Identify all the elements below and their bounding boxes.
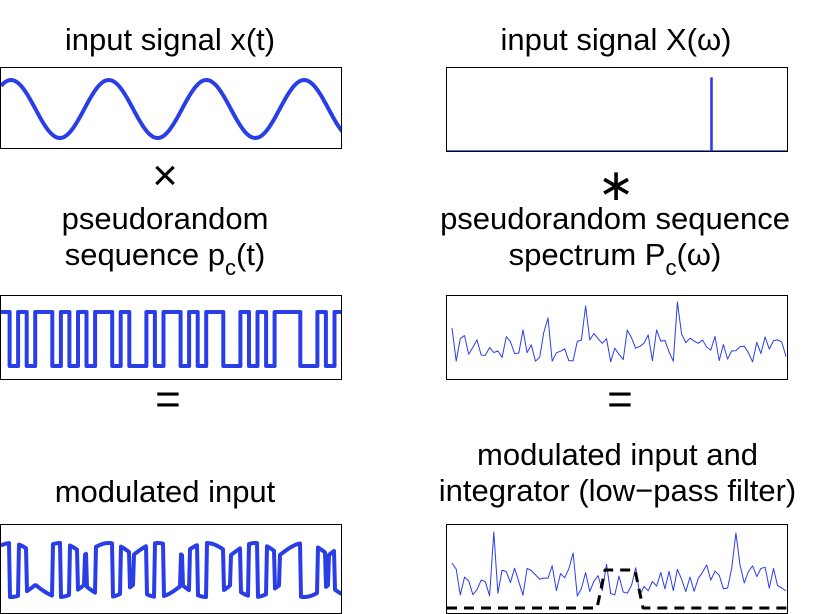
equals-operator-right: = — [607, 375, 633, 424]
panel-input-signal-time — [0, 67, 342, 149]
modulated-input-trace — [1, 541, 341, 599]
label-modint-line1: modulated input and — [477, 437, 758, 472]
label-modulated-input: modulated input — [54, 474, 276, 509]
label-spec-post: (ω) — [676, 237, 722, 272]
label-spectrum-line2: spectrum Pc(ω) — [508, 237, 722, 280]
label-spectrum-line1: pseudorandom sequence — [440, 201, 790, 236]
frequency-spike-plot — [447, 77, 787, 151]
label-seq-pre: sequence p — [64, 237, 226, 272]
convolve-operator: ∗ — [597, 161, 635, 210]
label-seq-sub: c — [225, 255, 237, 280]
panel-pseudorandom-spectrum — [446, 295, 788, 380]
label-pseudorandom-sequence-time: pseudorandom sequence pc(t) — [0, 201, 330, 280]
modulated-spectrum-trace — [451, 531, 787, 597]
label-spec-sub: c — [665, 255, 677, 280]
label-modulated-input-integrator: modulated input and integrator (low−pass… — [405, 437, 830, 509]
sine-wave-plot — [1, 78, 341, 140]
equals-operator-left: = — [155, 375, 181, 424]
label-input-signal-freq: input signal X(ω) — [500, 22, 732, 57]
label-input-signal-time: input signal x(t) — [64, 22, 276, 57]
label-modint-line2: integrator (low−pass filter) — [438, 473, 797, 508]
pseudorandom-spectrum-plot — [451, 301, 787, 363]
multiply-operator: × — [152, 151, 178, 200]
low-pass-filter-trace — [447, 568, 787, 610]
panel-pseudorandom-sequence — [0, 295, 342, 380]
modulated-input-plot — [1, 541, 341, 599]
modulated-spectrum-filter-plot — [447, 531, 787, 610]
pseudorandom-square-wave-plot — [1, 310, 341, 368]
sine-wave-trace — [1, 78, 341, 140]
panel-modulated-input — [0, 524, 342, 614]
label-pseudorandom-spectrum: pseudorandom sequence spectrum Pc(ω) — [405, 201, 825, 280]
label-spec-pre: spectrum P — [508, 237, 666, 272]
label-pseudorandom-line2: sequence pc(t) — [64, 237, 266, 280]
frequency-spike-trace — [447, 77, 787, 151]
panel-input-signal-freq — [446, 67, 788, 152]
label-pseudorandom-line1: pseudorandom — [61, 201, 269, 236]
panel-modulated-spectrum-filter — [446, 524, 788, 614]
pseudorandom-spectrum-trace — [451, 301, 787, 363]
pseudorandom-trace — [1, 310, 341, 368]
label-seq-post: (t) — [236, 237, 266, 272]
